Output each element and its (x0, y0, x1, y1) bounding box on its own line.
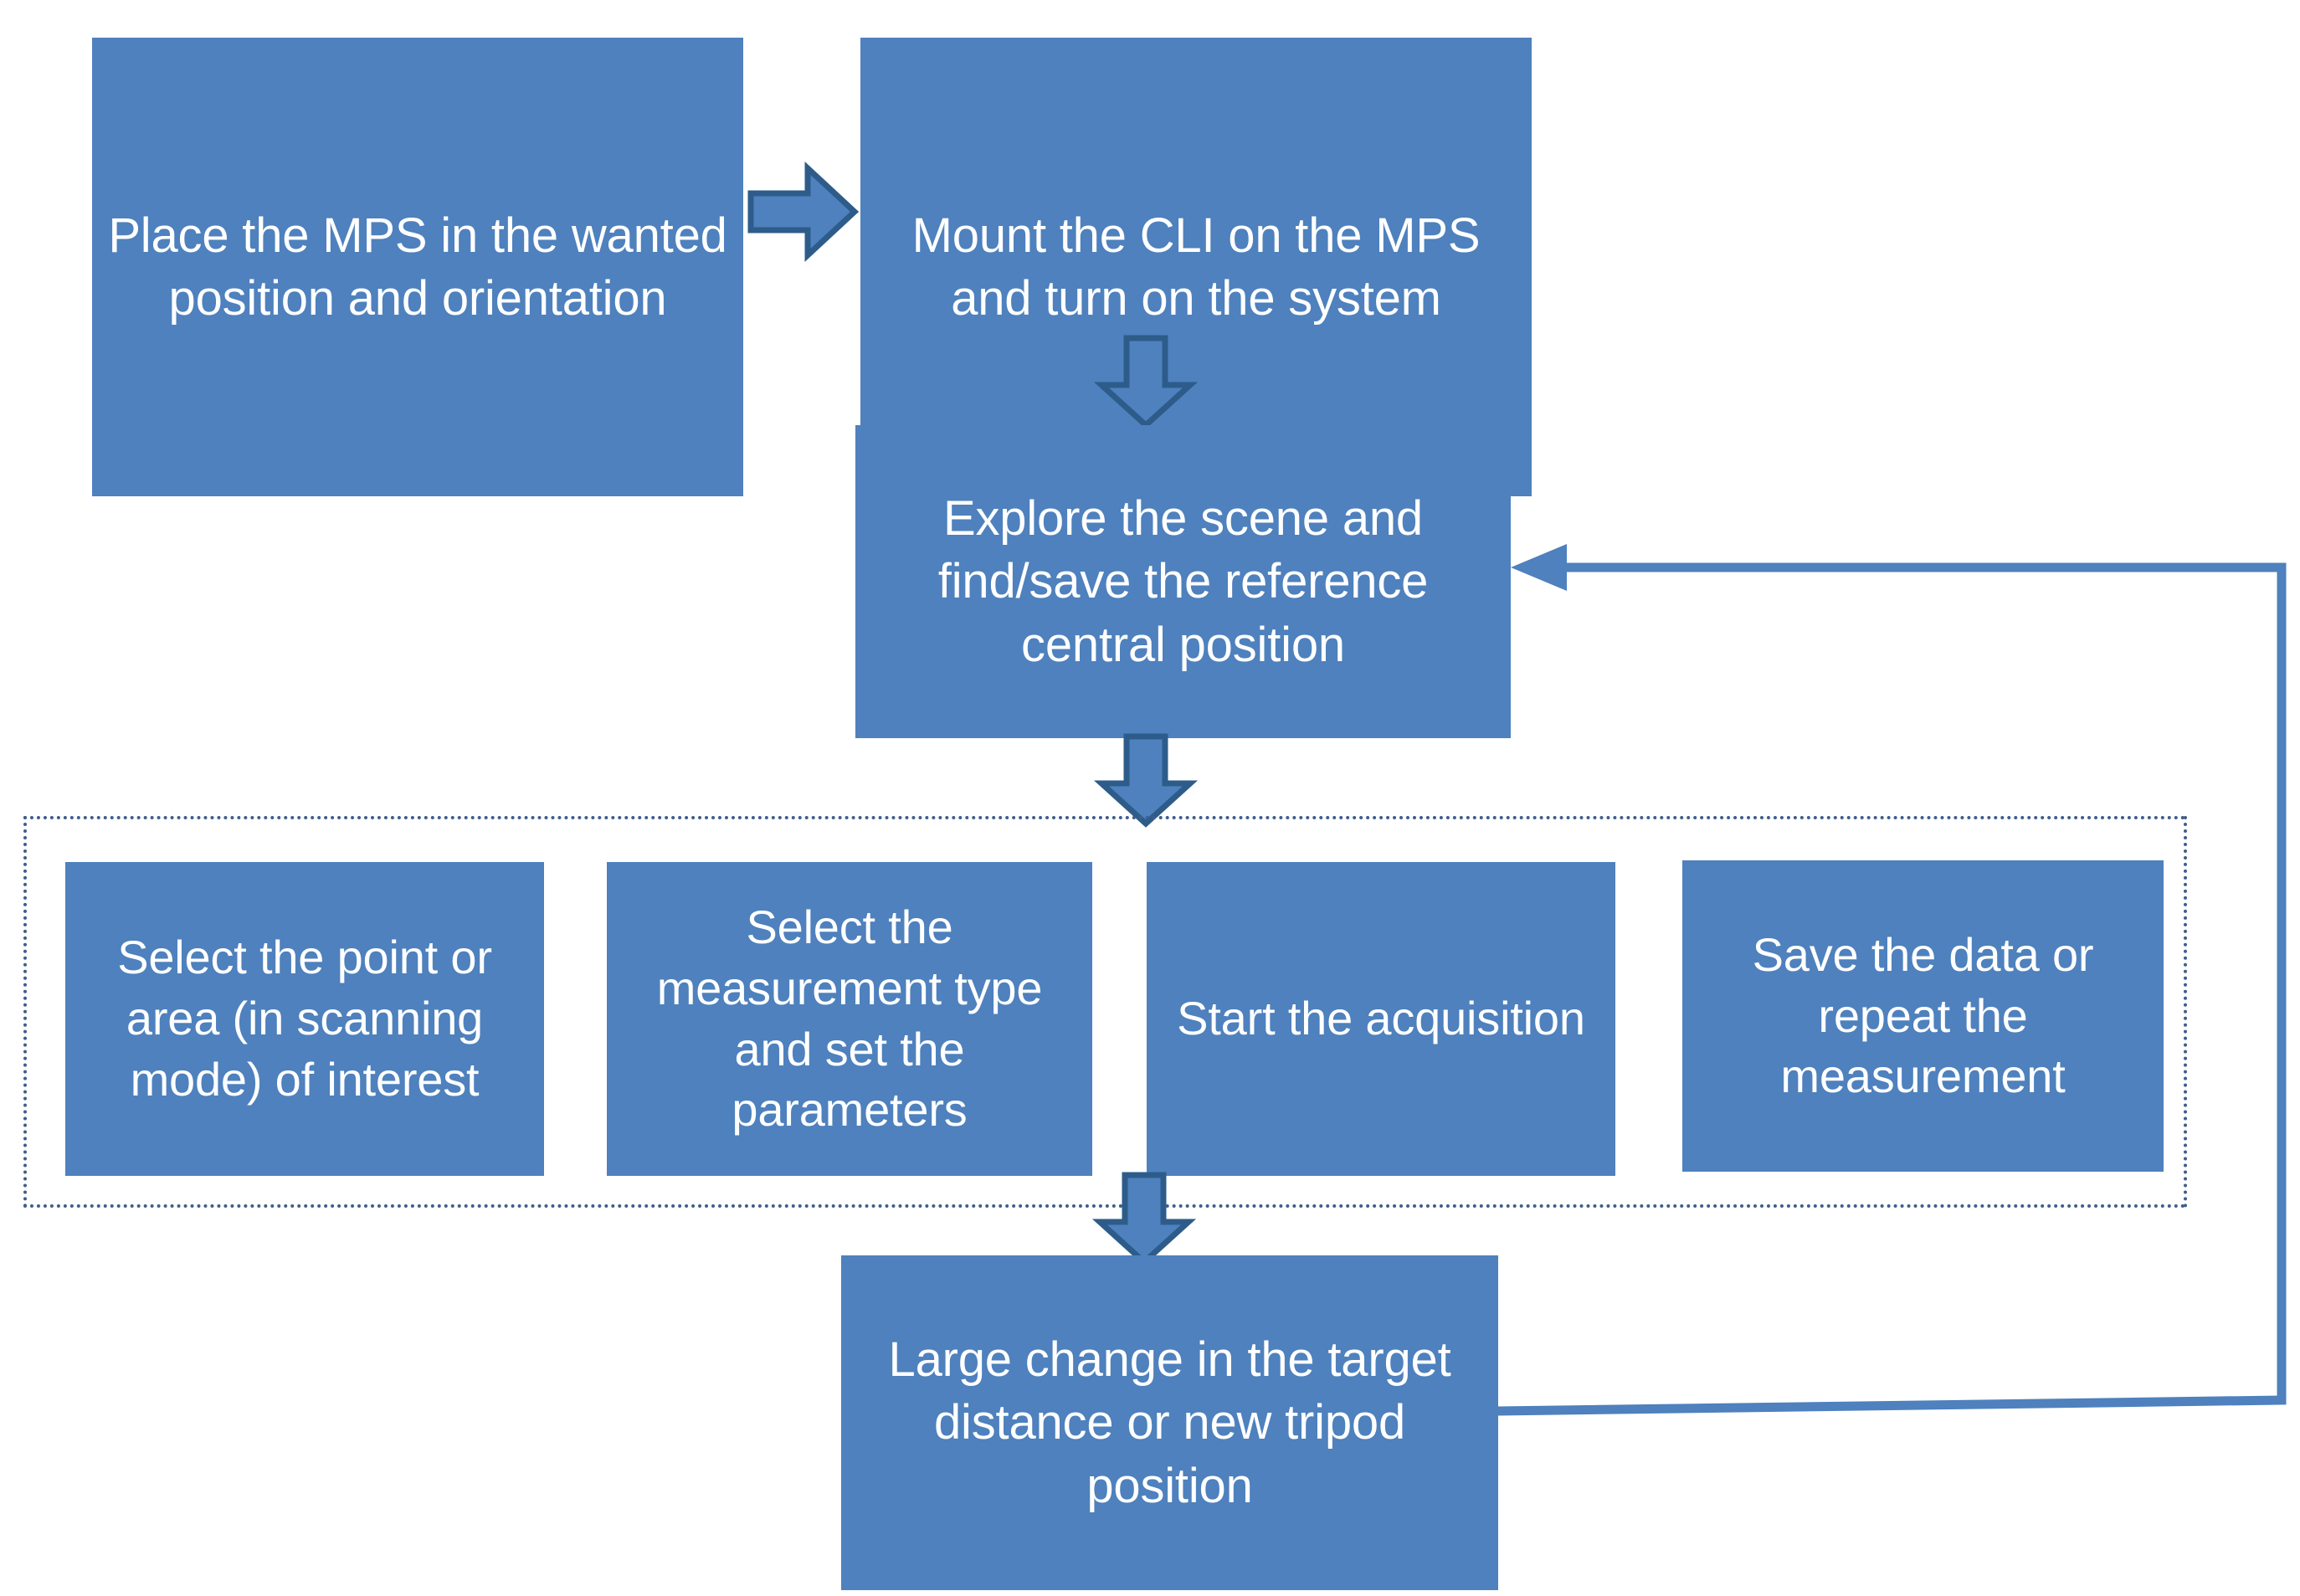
node-explore-scene[interactable]: Explore the scene and find/save the refe… (855, 425, 1511, 738)
block-arrow-right-shape (747, 161, 860, 263)
node-select-measurement-type[interactable]: Select the measurement type and set the … (607, 862, 1092, 1176)
node-large-change-target-distance[interactable]: Large change in the target distance or n… (841, 1255, 1498, 1590)
node-mount-cli[interactable]: Mount the CLI on the MPS and turn on the… (860, 38, 1532, 496)
arrow-down-mount-to-explore (1093, 335, 1199, 429)
arrow-right-place-to-mount (747, 161, 860, 263)
arrow-down-group-to-large-change (1091, 1172, 1197, 1266)
node-select-point-or-area[interactable]: Select the point or area (in scanning mo… (65, 862, 544, 1176)
block-arrow-down-shape (1093, 335, 1199, 429)
node-place-mps[interactable]: Place the MPS in the wanted position and… (92, 38, 743, 496)
feedback-arrowhead-icon (1511, 544, 1567, 591)
node-save-data-or-repeat[interactable]: Save the data or repeat the measurement (1682, 860, 2164, 1172)
node-start-acquisition[interactable]: Start the acquisition (1147, 862, 1615, 1176)
block-arrow-down-shape (1091, 1172, 1197, 1266)
arrow-down-explore-to-group (1093, 733, 1199, 828)
block-arrow-down-shape (1093, 733, 1199, 828)
